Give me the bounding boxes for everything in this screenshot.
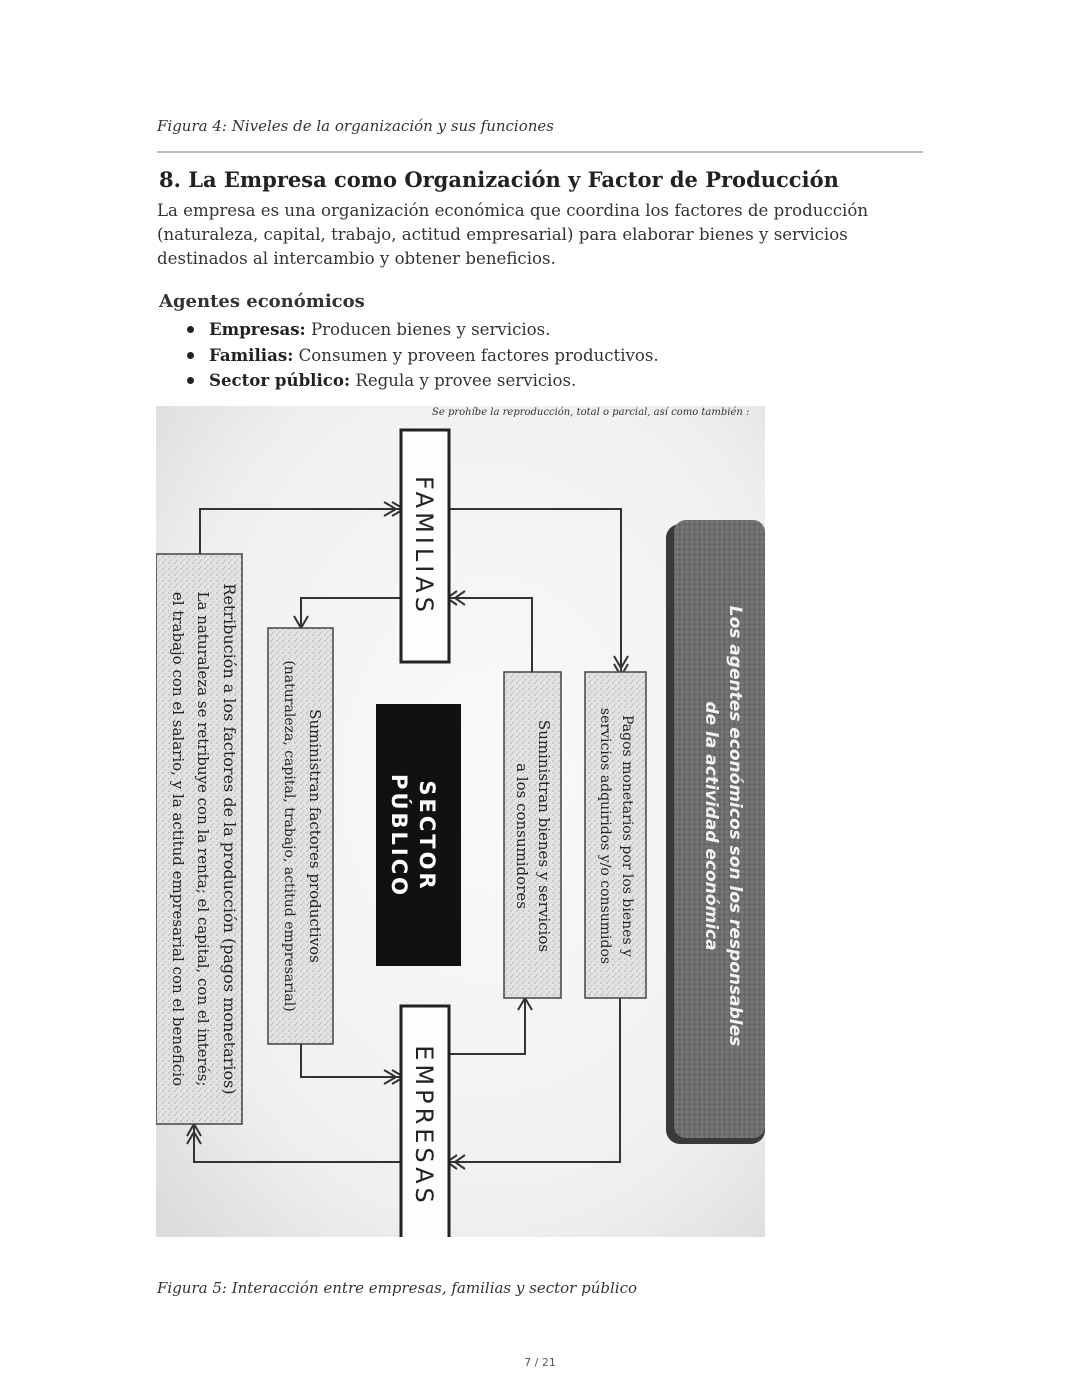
side-banner bbox=[674, 520, 765, 1138]
list-item: Familias: Consumen y proveen factores pr… bbox=[185, 343, 659, 369]
agent-description: Consumen y proveen factores productivos. bbox=[293, 345, 659, 365]
factores-text-2: (naturaleza, capital, trabajo, actitud e… bbox=[281, 660, 297, 1011]
empresas-label: EMPRESAS bbox=[410, 1045, 438, 1207]
factores-text-1: Suministran factores productivos bbox=[306, 709, 324, 963]
agents-heading: Agentes económicos bbox=[159, 291, 365, 312]
bullet-icon bbox=[187, 326, 194, 333]
factores-box bbox=[267, 627, 334, 1045]
agent-term: Sector público: bbox=[209, 370, 351, 390]
page-number: 7 / 21 bbox=[524, 1356, 556, 1369]
horizontal-rule bbox=[157, 151, 923, 153]
bienes-text-1: Suministran bienes y servicios bbox=[535, 720, 553, 952]
retribucion-box bbox=[156, 553, 243, 1125]
agent-term: Empresas: bbox=[209, 319, 306, 339]
bullet-icon bbox=[187, 351, 194, 359]
retribucion-text-3: el trabajo con el salario, y la actitud … bbox=[169, 592, 187, 1086]
flow-lines bbox=[193, 508, 622, 1163]
side-banner-text-1: Los agentes económicos son los responsab… bbox=[725, 606, 745, 1047]
section-paragraph: La empresa es una organización económica… bbox=[157, 201, 869, 268]
agents-list: Empresas: Producen bienes y servicios. F… bbox=[185, 317, 659, 394]
pagos-text-2: servicios adquiridos y/o consumidos bbox=[597, 708, 613, 964]
agent-description: Regula y provee servicios. bbox=[350, 371, 577, 390]
figure-4-caption: Figura 4: Niveles de la organización y s… bbox=[157, 117, 554, 135]
list-item: Empresas: Producen bienes y servicios. bbox=[185, 317, 659, 343]
agent-term: Familias: bbox=[209, 344, 294, 365]
section-title: 8. La Empresa como Organización y Factor… bbox=[159, 167, 839, 192]
pagos-text-1: Pagos monetarios por los bienes y bbox=[619, 715, 635, 957]
bienes-box bbox=[503, 671, 562, 999]
sector-label-line1: SECTOR bbox=[415, 780, 439, 891]
economic-flow-diagram: Se prohíbe la reproducción, total o parc… bbox=[156, 406, 765, 1237]
copyright-note: Se prohíbe la reproducción, total o parc… bbox=[432, 407, 749, 418]
familias-box bbox=[399, 428, 451, 664]
retribucion-text-1: Retribución a los factores de la producc… bbox=[220, 583, 239, 1094]
side-banner-text-2: de la actividad económica bbox=[701, 701, 721, 950]
sector-publico-box bbox=[376, 704, 461, 966]
figure-5-caption: Figura 5: Interacción entre empresas, fa… bbox=[157, 1279, 638, 1297]
empresas-box bbox=[399, 1004, 451, 1237]
sector-label-line2: PÚBLICO bbox=[387, 774, 412, 898]
bullet-icon bbox=[187, 377, 194, 384]
pagos-box bbox=[584, 671, 647, 999]
retribucion-text-2: La naturaleza se retribuye con la renta;… bbox=[194, 592, 212, 1087]
bienes-text-2: a los consumidores bbox=[513, 763, 531, 909]
familias-label: FAMILIAS bbox=[410, 476, 438, 616]
agent-description: Producen bienes y servicios. bbox=[305, 320, 551, 339]
list-item: Sector público: Regula y provee servicio… bbox=[185, 368, 659, 394]
